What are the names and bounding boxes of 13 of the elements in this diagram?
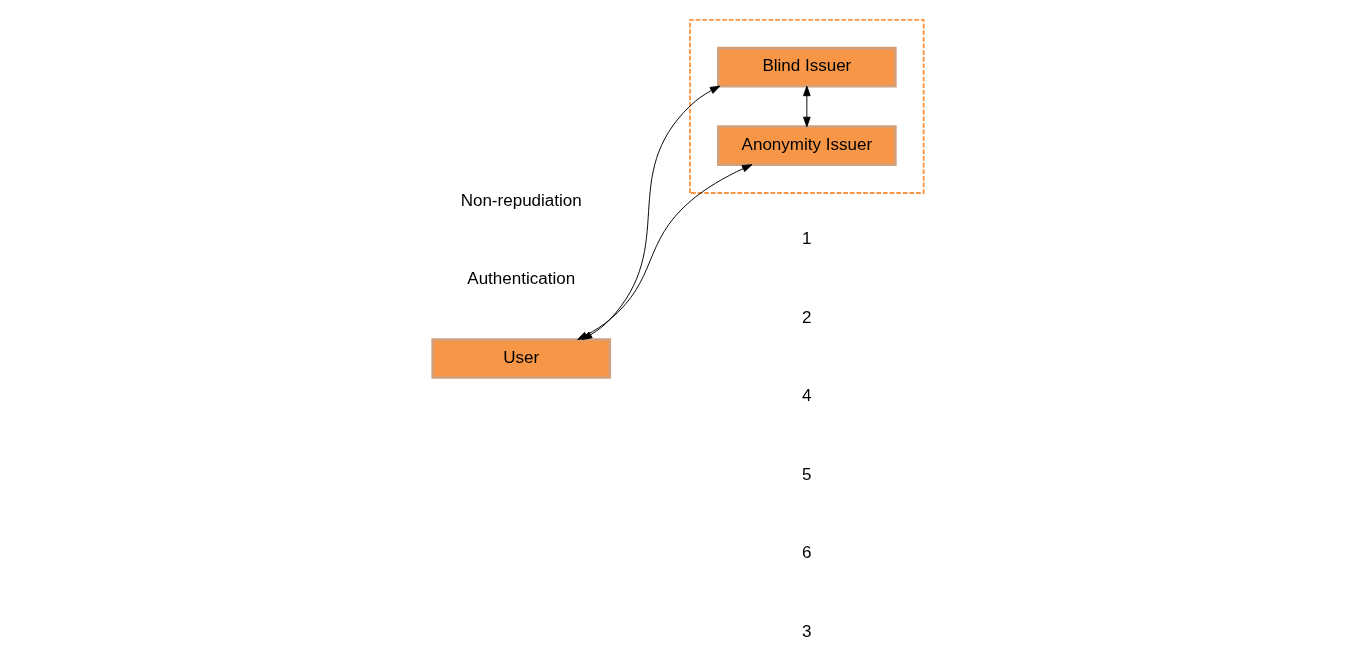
label: 4: [801, 386, 812, 406]
node-box: Blind Issuer: [716, 46, 897, 88]
arrow: [802, 85, 811, 128]
node-box: Anonymity Issuer: [716, 125, 897, 166]
label: 1: [801, 229, 812, 249]
label: 2: [801, 307, 812, 327]
label: Authentication: [466, 269, 575, 289]
label: 3: [801, 621, 812, 641]
cluster: [688, 18, 925, 194]
label: Non-repudiation: [460, 190, 582, 210]
label: 5: [801, 464, 812, 484]
node-box: User: [430, 338, 611, 379]
label: 6: [801, 543, 812, 563]
